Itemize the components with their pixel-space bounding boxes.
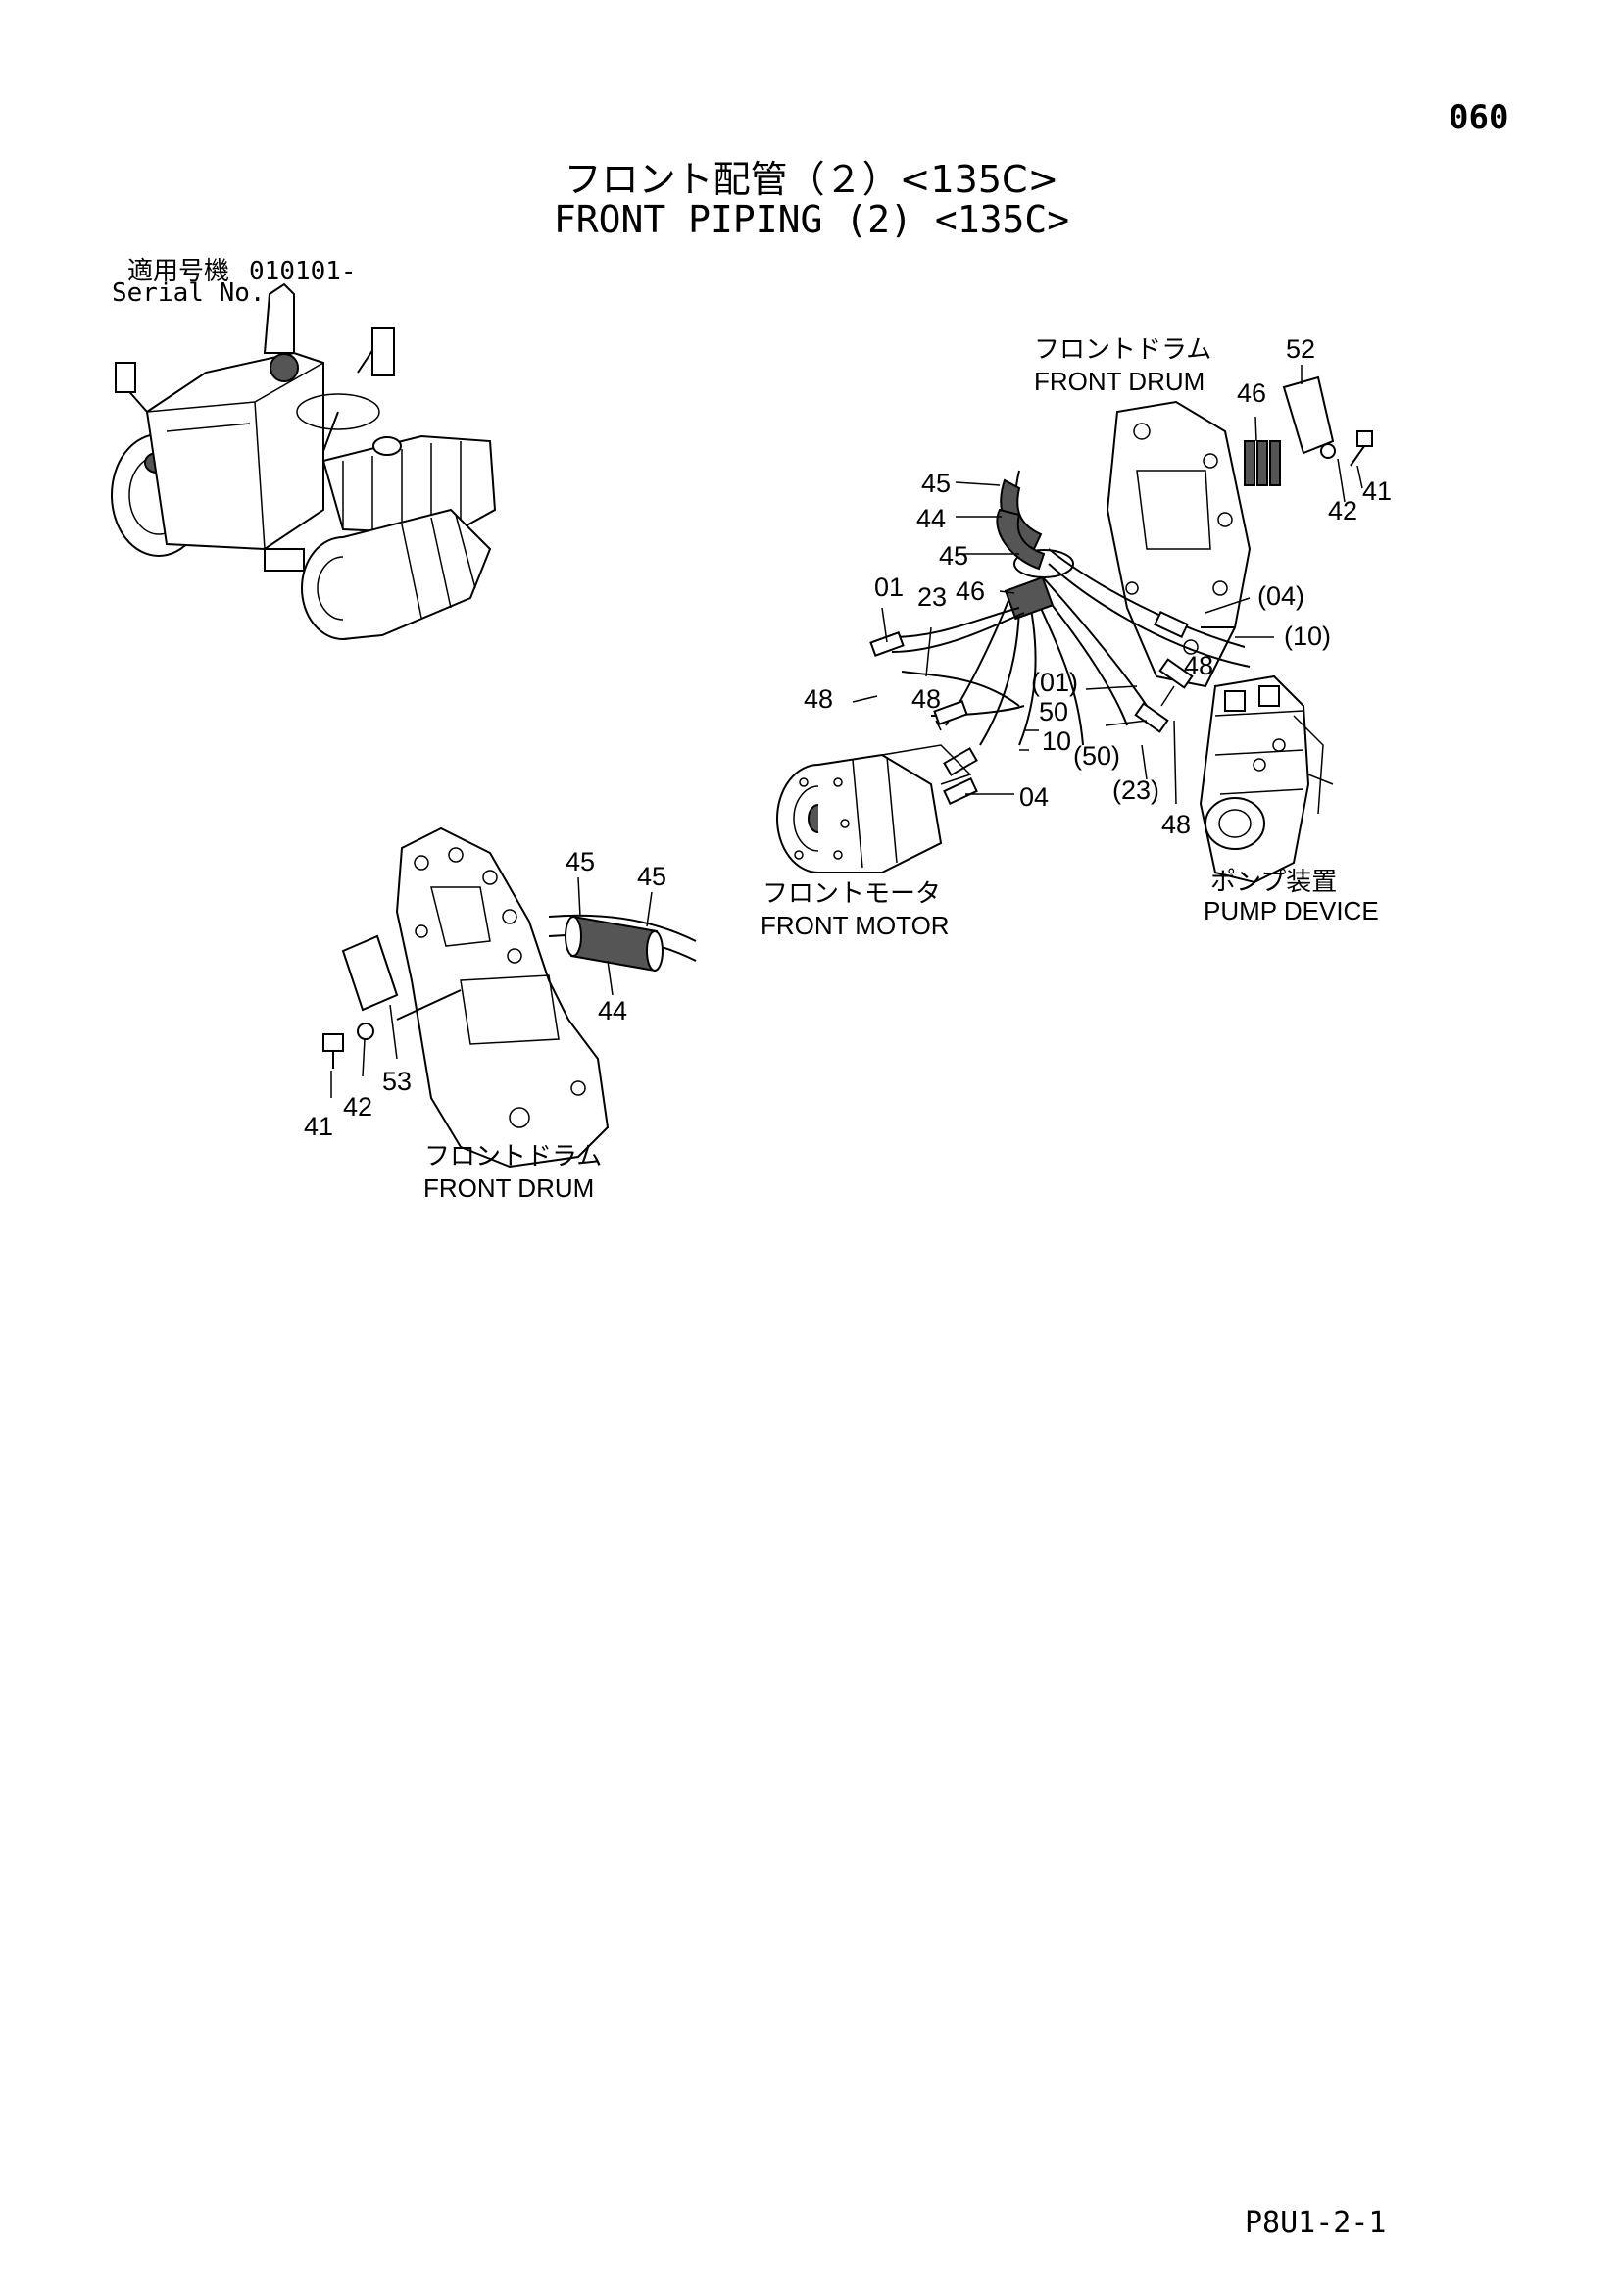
serial-label-english: Serial No. — [112, 278, 266, 308]
part-number-45-detail-right: 45 — [637, 862, 666, 891]
part-number-04-ref: (04) — [1257, 581, 1304, 611]
title-english: FRONT PIPING (2) <135C> — [553, 198, 1070, 241]
page-number: 060 — [1449, 98, 1509, 137]
part-number-46-lower: 46 — [956, 576, 985, 606]
part-number-50-ref: (50) — [1073, 741, 1120, 771]
part-number-42-detail: 42 — [343, 1092, 372, 1122]
label-front-motor-en: FRONT MOTOR — [761, 911, 950, 940]
part-number-04: 04 — [1019, 782, 1049, 812]
roller-machine-illustration — [111, 282, 497, 640]
label-front-drum-top-jp: フロントドラム — [1034, 334, 1211, 364]
part-number-41-detail: 41 — [304, 1112, 333, 1141]
part-number-10: 10 — [1042, 726, 1071, 756]
part-number-50: 50 — [1039, 697, 1068, 726]
serial-label-japanese: 適用号機 — [127, 257, 230, 286]
part-number-48-center: 48 — [911, 684, 941, 714]
leader-lines-main — [852, 365, 1363, 805]
label-front-motor-jp: フロントモータ — [762, 878, 941, 908]
document-code: P8U1-2-1 — [1245, 2206, 1387, 2240]
label-pump-device-en: PUMP DEVICE — [1204, 896, 1379, 925]
serial-line-japanese: 適用号機 010101- — [127, 251, 357, 287]
part-number-41: 41 — [1362, 476, 1392, 506]
part-number-45-lower: 45 — [939, 541, 968, 571]
title-japanese: フロント配管（２）<135C> — [564, 158, 1059, 201]
label-pump-device-jp: ポンプ装置 — [1210, 867, 1337, 896]
part-number-44-detail: 44 — [598, 996, 627, 1025]
part-number-01-ref: (01) — [1031, 668, 1078, 697]
front-drum-detail — [322, 826, 697, 1169]
pump-device-illustration — [1199, 674, 1334, 884]
part-number-46: 46 — [1237, 378, 1266, 408]
component-labels-main: フロントドラム FRONT DRUM フロントモータ FRONT MOTOR ポ… — [761, 334, 1379, 940]
part-number-23: 23 — [917, 582, 947, 612]
part-number-44: 44 — [916, 504, 946, 533]
component-labels-detail: フロントドラム FRONT DRUM — [423, 1141, 602, 1203]
part-number-48-right: 48 — [1184, 651, 1213, 680]
part-number-48-left: 48 — [804, 684, 833, 714]
part-number-48-bottom: 48 — [1161, 810, 1191, 839]
label-front-drum-bottom-en: FRONT DRUM — [423, 1173, 594, 1203]
part-number-01: 01 — [874, 573, 904, 602]
front-motor-illustration — [776, 744, 972, 873]
part-number-45-detail-left: 45 — [566, 847, 595, 876]
part-number-10-ref: (10) — [1284, 622, 1331, 651]
leader-lines-detail — [330, 876, 653, 1098]
part-number-53-detail: 53 — [382, 1067, 412, 1096]
part-number-45: 45 — [921, 469, 951, 498]
front-piping-assembly — [776, 375, 1373, 884]
part-numbers-detail: 45 45 44 41 42 53 — [304, 847, 666, 1141]
part-number-23-ref: (23) — [1112, 775, 1159, 805]
part-numbers-main: 52 46 41 42 45 44 45 46 01 23 (04) (10) … — [804, 334, 1392, 839]
part-number-42: 42 — [1328, 496, 1357, 525]
label-front-drum-top-en: FRONT DRUM — [1034, 367, 1205, 396]
label-front-drum-bottom-jp: フロントドラム — [424, 1141, 602, 1171]
serial-code: 010101- — [249, 257, 357, 286]
part-number-52: 52 — [1286, 334, 1315, 364]
